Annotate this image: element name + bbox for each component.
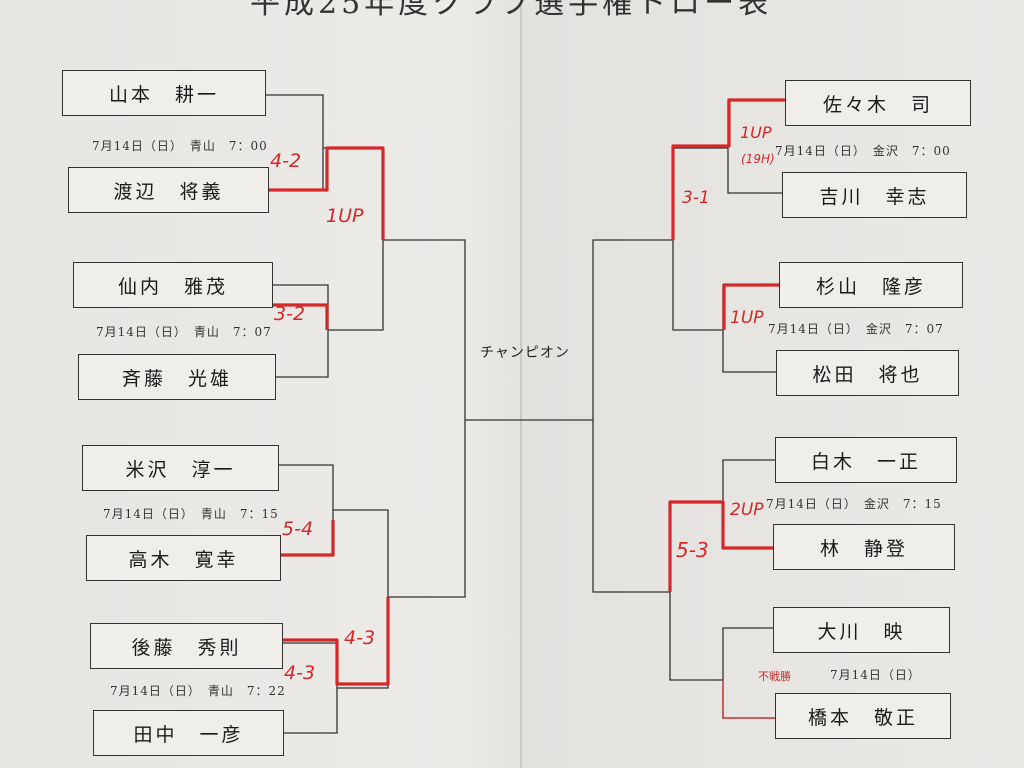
- right-match-info-4: 7月14日（日）: [830, 668, 921, 682]
- right-r2-score-1: 3-1: [682, 188, 710, 208]
- left-match-info-4: 7月14日（日） 青山 7：22: [110, 684, 286, 698]
- left-player-5: 米沢 淳一: [82, 445, 279, 491]
- right-player-2: 吉川 幸志: [782, 172, 967, 218]
- right-match-info-3: 7月14日（日） 金沢 7：15: [766, 497, 942, 511]
- right-r1-score-1: 1UP: [740, 123, 772, 142]
- right-r1-score-note: (19H): [741, 152, 775, 166]
- left-player-2: 渡辺 将義: [68, 167, 269, 213]
- left-player-8: 田中 一彦: [93, 710, 284, 756]
- right-r2-score-2: 5-3: [676, 538, 709, 562]
- right-player-8: 橋本 敬正: [775, 693, 951, 739]
- left-r2-score-2: 4-3: [344, 627, 376, 649]
- left-player-6: 高木 寛幸: [86, 535, 281, 581]
- left-player-4: 斉藤 光雄: [78, 354, 276, 400]
- page-title: 平成25年度クラブ選手権トロー表: [250, 0, 773, 18]
- left-r1-score-4: 4-3: [284, 662, 316, 684]
- left-r1-score-2: 3-2: [274, 303, 306, 325]
- left-match-info-2: 7月14日（日） 青山 7：07: [96, 325, 272, 339]
- left-player-3: 仙内 雅茂: [73, 262, 273, 308]
- right-r1-score-2: 1UP: [730, 308, 764, 328]
- left-player-7: 後藤 秀則: [90, 623, 283, 669]
- champion-label: チャンピオン: [480, 345, 570, 361]
- left-player-1: 山本 耕一: [62, 70, 266, 116]
- right-match-info-1: 7月14日（日） 金沢 7：00: [775, 144, 951, 158]
- forfeit-label: 不戦勝: [758, 670, 791, 683]
- right-player-6: 林 静登: [773, 524, 955, 570]
- right-r1-score-3: 2UP: [730, 500, 764, 520]
- left-match-info-3: 7月14日（日） 青山 7：15: [103, 507, 279, 521]
- right-player-3: 杉山 隆彦: [779, 262, 963, 308]
- right-player-5: 白木 一正: [775, 437, 957, 483]
- left-r1-score-3: 5-4: [282, 518, 314, 540]
- left-match-info-1: 7月14日（日） 青山 7：00: [92, 139, 268, 153]
- right-player-4: 松田 将也: [776, 350, 959, 396]
- left-r1-score-1: 4-2: [270, 150, 302, 172]
- right-player-1: 佐々木 司: [785, 80, 971, 126]
- right-player-7: 大川 映: [773, 607, 950, 653]
- paper-fold: [520, 0, 522, 768]
- right-match-info-2: 7月14日（日） 金沢 7：07: [768, 322, 944, 336]
- left-r2-score-1: 1UP: [326, 205, 364, 227]
